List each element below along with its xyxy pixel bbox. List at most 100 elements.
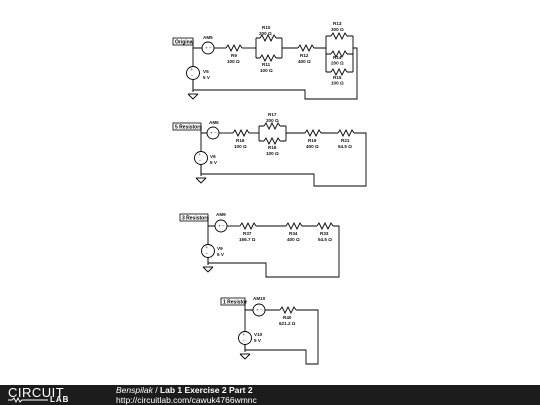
svg-text:R17: R17 (268, 112, 277, 117)
svg-text:+: + (210, 131, 213, 136)
svg-text:100 Ω: 100 Ω (331, 81, 344, 86)
resistor-r14 (330, 49, 348, 59)
resistor-r15 (330, 67, 348, 77)
svg-text:−: − (222, 224, 225, 229)
svg-text:R12: R12 (300, 53, 309, 58)
svg-text:400 Ω: 400 Ω (306, 144, 319, 149)
circuit-3-resistors: 3 Resistors + − AM9 + − V9 5 V R37 166.7… (179, 212, 340, 278)
ammeter-label: AM5 (203, 35, 213, 40)
svg-text:+: + (206, 245, 209, 250)
svg-text:100 Ω: 100 Ω (234, 144, 247, 149)
circuit-byline: Benspilak / Lab 1 Exercise 2 Part 2 (116, 385, 253, 395)
svg-text:5 V: 5 V (203, 75, 211, 80)
schematic-canvas: Original + − AM5 + − V5 5 V (172, 21, 367, 365)
svg-text:+: + (205, 46, 208, 51)
ground-icon (195, 177, 207, 184)
svg-text:300 Ω: 300 Ω (331, 27, 344, 32)
svg-text:R19: R19 (308, 138, 317, 143)
resistor-r18 (263, 136, 281, 146)
svg-text:54.5 Ω: 54.5 Ω (338, 144, 352, 149)
svg-text:400 Ω: 400 Ω (287, 237, 300, 242)
circuit-5-resistors: 5 Resistors + − AM6 + − V6 5 V R16 100 Ω… (172, 112, 367, 187)
resistor-r17 (263, 121, 281, 131)
circuit-url[interactable]: http://circuitlab.com/cawuk4766wmnc (116, 395, 257, 405)
svg-text:+: + (191, 67, 194, 72)
svg-text:V5: V5 (203, 69, 209, 74)
svg-text:+: + (243, 332, 246, 337)
svg-text:−: − (199, 159, 202, 164)
voltage-source-v6: + − V6 5 V (194, 151, 218, 165)
ground-icon (239, 353, 251, 360)
svg-text:R10: R10 (262, 25, 271, 30)
svg-text:+: + (218, 224, 221, 229)
waveform-icon (8, 397, 48, 403)
svg-text:+: + (256, 308, 259, 313)
circuit-title: Lab 1 Exercise 2 Part 2 (159, 385, 253, 395)
svg-text:54.5 Ω: 54.5 Ω (318, 237, 332, 242)
svg-text:R9: R9 (231, 53, 237, 58)
svg-text:200 Ω: 200 Ω (331, 61, 344, 66)
resistor-r13 (330, 31, 348, 41)
svg-text:−: − (191, 74, 194, 79)
ammeter-label: AM6 (209, 120, 219, 125)
resistor-r12 (297, 43, 315, 53)
svg-text:166.7 Ω: 166.7 Ω (239, 237, 256, 242)
resistor-r40 (279, 305, 297, 315)
svg-text:5 V: 5 V (210, 160, 218, 165)
svg-text:200 Ω: 200 Ω (259, 31, 272, 36)
circuitlab-logo-lab: LAB (50, 395, 70, 404)
svg-text:100 Ω: 100 Ω (227, 59, 240, 64)
circuitlab-logo[interactable]: CIRCUIT (8, 385, 65, 400)
circuit-original: Original + − AM5 + − V5 5 V (172, 21, 358, 100)
svg-text:−: − (243, 339, 246, 344)
svg-text:−: − (260, 308, 263, 313)
resistor-r16 (232, 128, 250, 138)
svg-text:621.2 Ω: 621.2 Ω (279, 321, 296, 326)
ammeter-label: AM9 (216, 212, 226, 217)
ammeter-label: AM10 (253, 296, 266, 301)
resistor-r21 (337, 128, 355, 138)
resistor-r34 (285, 221, 303, 231)
svg-text:400 Ω: 400 Ω (298, 59, 311, 64)
svg-text:−: − (206, 252, 209, 257)
ammeter-am5: + − AM5 (201, 35, 215, 55)
resistor-r19 (304, 128, 322, 138)
svg-text:V6: V6 (210, 154, 216, 159)
voltage-source-v10: + − V10 5 V (238, 331, 263, 345)
svg-text:100 Ω: 100 Ω (260, 68, 273, 73)
svg-text:R37: R37 (243, 231, 252, 236)
svg-text:−: − (214, 131, 217, 136)
svg-text:+: + (199, 152, 202, 157)
svg-text:R14: R14 (333, 55, 342, 60)
author-link[interactable]: Benspilak (116, 385, 153, 395)
ammeter-am9: + − AM9 (214, 212, 228, 233)
resistor-r33 (316, 221, 334, 231)
circuit-tag-label: 1 Resistor (223, 300, 247, 306)
svg-text:200 Ω: 200 Ω (266, 118, 279, 123)
circuit-tag-label: Original (175, 40, 195, 46)
svg-text:5 V: 5 V (254, 338, 262, 343)
voltage-source-v9: + − V9 5 V (201, 244, 225, 258)
circuit-tag-label: 5 Resistors (175, 125, 202, 131)
ammeter-am10: + − AM10 (252, 296, 266, 317)
resistor-r10 (259, 33, 277, 43)
resistor-r11 (259, 53, 277, 63)
svg-text:V10: V10 (254, 332, 263, 337)
voltage-source-v5: + − V5 5 V (186, 66, 211, 80)
svg-text:−: − (209, 46, 212, 51)
svg-text:R16: R16 (236, 138, 245, 143)
svg-text:R33: R33 (320, 231, 329, 236)
svg-text:R11: R11 (262, 62, 271, 67)
byline-separator: / (152, 385, 160, 395)
svg-text:R34: R34 (289, 231, 298, 236)
svg-text:5 V: 5 V (217, 252, 225, 257)
svg-text:R21: R21 (341, 138, 350, 143)
svg-text:R40: R40 (283, 315, 292, 320)
svg-text:V9: V9 (217, 246, 223, 251)
ground-icon (202, 266, 214, 273)
footer-bar: CIRCUIT LAB Benspilak / Lab 1 Exercise 2… (0, 385, 540, 405)
svg-text:R13: R13 (333, 21, 342, 26)
svg-text:100 Ω: 100 Ω (266, 151, 279, 156)
svg-text:R18: R18 (268, 145, 277, 150)
circuit-1-resistor: 1 Resistor + − AM10 + − V10 5 V R40 621.… (220, 296, 319, 365)
